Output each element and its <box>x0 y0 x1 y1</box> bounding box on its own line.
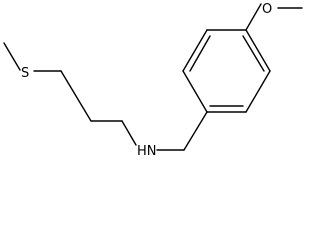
ring-bond-5 <box>245 70 271 113</box>
bond-methyl-sulfur <box>3 42 21 71</box>
ring-bond-2 <box>182 29 208 72</box>
atom-oxygen: O <box>262 2 272 17</box>
bond-ring-oxygen <box>245 3 262 31</box>
bond-c3-nitrogen <box>121 120 137 146</box>
ring-double-bond-1 <box>189 35 211 72</box>
atom-amine: HN <box>137 144 157 155</box>
ring-bond-4 <box>245 29 271 72</box>
atom-sulfur: S <box>21 66 29 81</box>
ring-double-bond-2 <box>242 35 265 72</box>
bond-c1-c2 <box>60 70 92 122</box>
ring-bond-1 <box>182 70 208 113</box>
structure-diagram: S HN O <box>3 2 303 155</box>
bond-benzyl-ring <box>183 111 208 151</box>
